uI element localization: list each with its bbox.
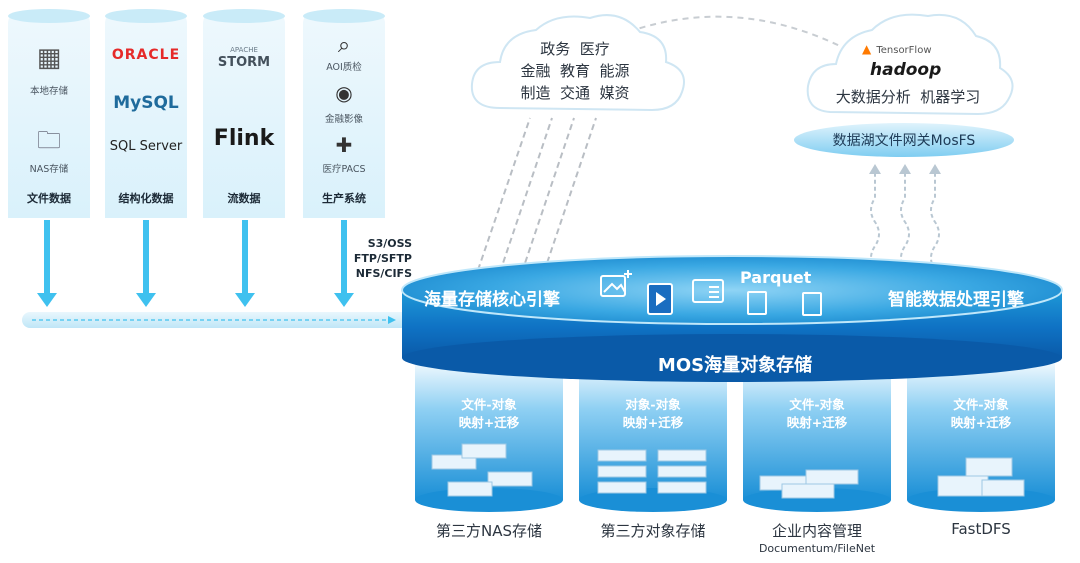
mos-cylinder-top xyxy=(401,255,1063,325)
processing-engine-label: 智能数据处理引擎 xyxy=(888,290,1024,310)
source-column-production: ⌕ AOI质检 ◉ 金融影像 ✚ 医疗PACS 生产系统 xyxy=(303,9,385,218)
mysql-logo: MySQL xyxy=(113,93,179,113)
storage-2-label: 第三方对象存储 xyxy=(600,522,706,540)
storage-4-label: FastDFS xyxy=(951,520,1011,538)
storage-4-title: 文件-对象映射+迁移 xyxy=(950,397,1012,430)
nas-folder-icon: 🗀 xyxy=(37,126,61,154)
industry-list: 政务 医疗 金融 教育 能源 制造 交通 媒资 xyxy=(480,38,670,104)
ai-cloud xyxy=(806,13,1014,116)
hadoop-logo: hadoop xyxy=(870,60,942,80)
source-column-stream: APACHE STORM Flink 流数据 xyxy=(203,9,285,218)
storage-1-label: 第三方NAS存储 xyxy=(435,522,542,540)
source-label-production: 生产系统 xyxy=(322,192,366,205)
protocol-s3: S3/OSS xyxy=(367,237,412,250)
industry-line-1: 政务 医疗 xyxy=(540,40,610,58)
ingest-arrows xyxy=(37,220,354,307)
storage-3-sub: Documentum/FileNet xyxy=(758,542,876,555)
gateway-arrows xyxy=(870,172,940,271)
protocol-ftp: FTP/SFTP xyxy=(353,252,412,265)
protocol-list: S3/OSS FTP/SFTP NFS/CIFS xyxy=(350,236,412,281)
source-column-structured: ORACLE MySQL SQL Server 结构化数据 xyxy=(105,9,187,218)
gateway-disc xyxy=(794,123,1014,157)
medical-cross-icon: ✚ xyxy=(335,133,353,157)
parquet-label: Parquet xyxy=(740,268,812,287)
industry-line-2: 金融 教育 能源 xyxy=(520,62,630,80)
storage-3-title: 文件-对象映射+迁移 xyxy=(786,397,848,430)
server-illustrations xyxy=(431,443,1025,499)
storage-2-title: 对象-对象映射+迁移 xyxy=(622,397,684,430)
aoi-label: AOI质检 xyxy=(326,62,362,73)
play-circle-icon: ◉ xyxy=(335,81,353,105)
flink-logo: Flink xyxy=(213,126,275,151)
local-storage-label: 本地存储 xyxy=(29,86,68,97)
mos-cylinder-bottom xyxy=(402,334,1062,382)
storage-1-title: 文件-对象映射+迁移 xyxy=(458,397,520,430)
gateway-label: 数据湖文件网关MosFS xyxy=(832,133,976,149)
source-label-file: 文件数据 xyxy=(27,192,71,205)
oracle-logo: ORACLE xyxy=(111,47,181,63)
storage-3-label: 企业内容管理 xyxy=(771,522,862,540)
core-engine-label: 海量存储核心引擎 xyxy=(424,290,560,310)
grid-apps-icon: ▦ xyxy=(36,43,62,73)
platform-name: MOS海量对象存储 xyxy=(657,355,813,376)
industry-line-3: 制造 交通 媒资 xyxy=(520,84,630,102)
storm-logo: STORM xyxy=(217,55,271,70)
magnifier-icon: ⌕ xyxy=(337,33,351,58)
protocol-nfs: NFS/CIFS xyxy=(355,267,412,280)
nas-storage-label: NAS存储 xyxy=(29,164,69,175)
sqlserver-logo: SQL Server xyxy=(109,139,183,154)
pacs-label: 医疗PACS xyxy=(322,164,366,175)
source-label-stream: 流数据 xyxy=(227,192,261,205)
platform-icons xyxy=(600,270,822,316)
source-column-file: ▦ 本地存储 🗀 NAS存储 文件数据 xyxy=(8,9,90,218)
source-label-structured: 结构化数据 xyxy=(118,192,174,205)
ai-capabilities: 大数据分析 机器学习 xyxy=(835,88,981,106)
tensorflow-logo: ▲ TensorFlow xyxy=(862,42,932,56)
finance-image-label: 金融影像 xyxy=(324,114,363,125)
curved-link-arrow xyxy=(611,15,849,51)
cloud-links xyxy=(477,117,597,273)
industry-cloud xyxy=(470,14,685,112)
apache-text: APACHE xyxy=(230,46,258,54)
